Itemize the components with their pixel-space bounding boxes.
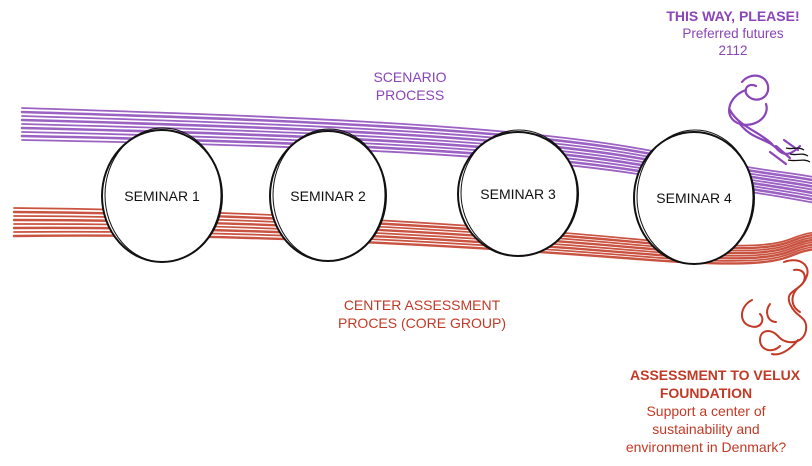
seminar-1-node: SEMINAR 1 [101,127,223,263]
bottom-right-line2: sustainability and [652,421,760,437]
scenario-strand [21,107,812,178]
scenario-strand [20,110,812,182]
seminar-circles: SEMINAR 1 SEMINAR 2 SEMINAR 3 SEMINAR 4 [101,127,755,265]
seminar-3-node: SEMINAR 3 [457,129,579,257]
bottom-right-note: ASSESSMENT TO VELUX FOUNDATION Support a… [600,366,812,456]
scenario-label-line1: SCENARIO [373,69,447,85]
bottom-right-heading1: ASSESSMENT TO VELUX [630,367,801,383]
seminar-label: SEMINAR 2 [290,188,366,204]
seminar-label: SEMINAR 1 [124,188,200,204]
seminar-4-node: SEMINAR 4 [633,129,755,265]
red-spiral-doodle [741,259,809,356]
purple-spiral-doodle [728,74,802,166]
scenario-process-label: SCENARIO PROCESS [340,68,480,104]
seminar-2-node: SEMINAR 2 [269,128,387,262]
bottom-right-heading2: FOUNDATION [659,385,753,401]
purple-fringe-doodle [785,147,811,163]
seminar-label: SEMINAR 4 [656,190,732,206]
seminar-label: SEMINAR 3 [480,186,556,202]
scenario-label-line2: PROCESS [375,87,445,103]
top-right-heading: THIS WAY, PLEASE! [666,8,800,24]
center-label-line1: CENTER ASSESSMENT [343,297,501,313]
center-label-line2: PROCES (CORE GROUP) [337,315,506,331]
center-assessment-label: CENTER ASSESSMENT PROCES (CORE GROUP) [312,296,532,332]
top-right-line1: Preferred futures [682,26,784,41]
seminar-circle-sketch [104,127,222,263]
top-right-note: THIS WAY, PLEASE! Preferred futures 2112 [654,8,812,59]
seminar-circle-sketch [460,129,578,257]
bottom-right-line3: environment in Denmark? [625,439,787,455]
bottom-right-line1: Support a center of [646,403,766,419]
seminar-circle-sketch [636,129,754,265]
seminar-circle-sketch [272,128,386,262]
top-right-line2: 2112 [718,43,748,58]
